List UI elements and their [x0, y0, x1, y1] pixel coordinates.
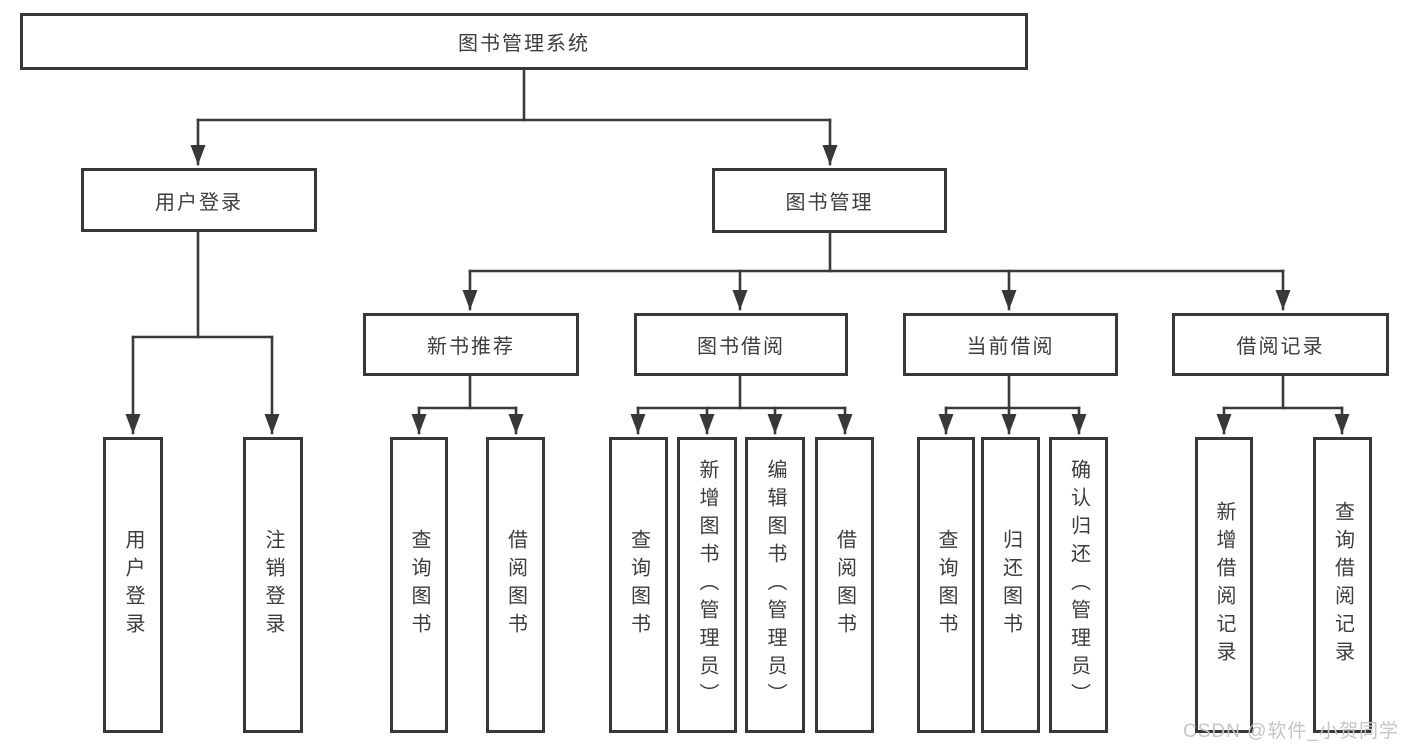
- node-borrowing-records: 借阅记录: [1172, 313, 1389, 376]
- leaf-query-books-recommend: 查询图书: [390, 437, 448, 733]
- node-new-book-recommend: 新书推荐: [363, 313, 579, 376]
- node-library-system: 图书管理系统: [20, 13, 1028, 70]
- leaf-add-borrow-record: 新增借阅记录: [1195, 437, 1253, 733]
- leaf-logout: 注销登录: [243, 437, 303, 733]
- node-current-borrowing: 当前借阅: [903, 313, 1118, 376]
- connector-newbook-to-leaves: [411, 374, 524, 435]
- connector-userlogin-to-leaves: [125, 230, 280, 435]
- leaf-add-books-admin: 新增图书（管理员）: [677, 437, 737, 733]
- leaf-query-books-borrowing: 查询图书: [609, 437, 668, 733]
- leaf-user-login: 用户登录: [103, 437, 163, 733]
- node-book-management: 图书管理: [712, 168, 947, 233]
- connector-bookmgmt-to-level3: [462, 231, 1291, 311]
- leaf-borrow-books-recommend: 借阅图书: [486, 437, 545, 733]
- connector-bookborrow-to-leaves: [630, 374, 853, 435]
- leaf-query-books-current: 查询图书: [917, 437, 975, 733]
- connector-records-to-leaves: [1216, 374, 1350, 435]
- leaf-return-books: 归还图书: [981, 437, 1040, 733]
- connector-root-to-level2: [190, 68, 838, 166]
- leaf-confirm-return-admin: 确认归还（管理员）: [1049, 437, 1108, 733]
- csdn-watermark: CSDN @软件_小贺同学: [1183, 721, 1399, 742]
- connector-currentborrow-to-leaves: [938, 374, 1087, 435]
- node-user-login: 用户登录: [81, 168, 317, 232]
- leaf-query-borrow-record: 查询借阅记录: [1313, 437, 1372, 733]
- leaf-edit-books-admin: 编辑图书（管理员）: [745, 437, 805, 733]
- leaf-borrow-books: 借阅图书: [815, 437, 874, 733]
- node-book-borrowing: 图书借阅: [634, 313, 848, 376]
